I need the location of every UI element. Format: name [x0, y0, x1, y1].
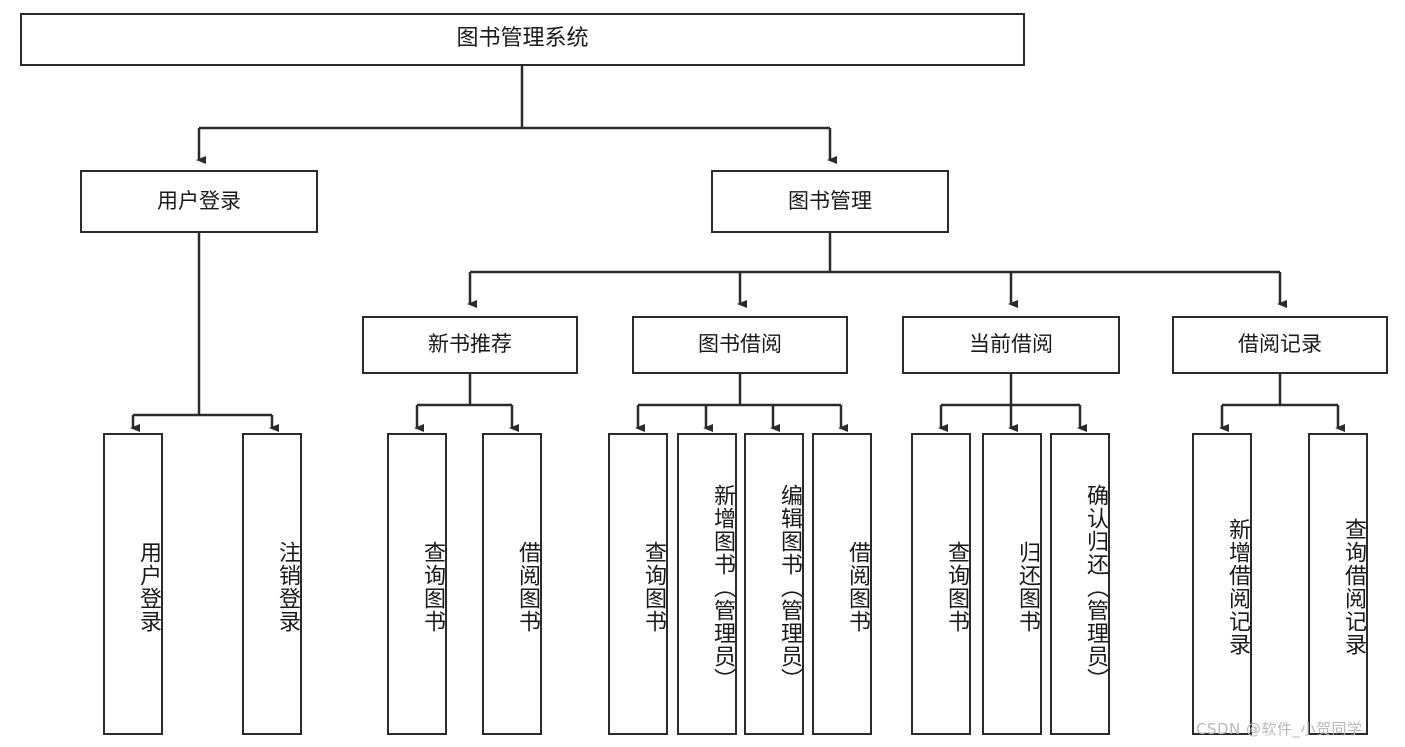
leaf-query-borrow-record[interactable]: 查询借阅记录 [1308, 433, 1368, 735]
node-borrow-record[interactable]: 借阅记录 [1172, 316, 1388, 374]
leaf-add-borrow-record[interactable]: 新增借阅记录 [1192, 433, 1252, 735]
node-root-system[interactable]: 图书管理系统 [20, 13, 1025, 66]
node-book-management[interactable]: 图书管理 [711, 170, 949, 233]
leaf-user-logout[interactable]: 注销登录 [242, 433, 302, 735]
leaf-user-login[interactable]: 用户登录 [103, 433, 163, 735]
node-user-login[interactable]: 用户登录 [80, 170, 318, 233]
leaf-confirm-return-admin[interactable]: 确认归还（管理员） [1050, 433, 1110, 735]
leaf-query-book-current[interactable]: 查询图书 [911, 433, 971, 735]
leaf-return-book[interactable]: 归还图书 [982, 433, 1042, 735]
leaf-add-book-admin[interactable]: 新增图书（管理员） [677, 433, 737, 735]
node-current-borrow[interactable]: 当前借阅 [902, 316, 1120, 374]
leaf-borrow-book[interactable]: 借阅图书 [812, 433, 872, 735]
node-new-book-recommend[interactable]: 新书推荐 [362, 316, 578, 374]
leaf-edit-book-admin[interactable]: 编辑图书（管理员） [744, 433, 804, 735]
leaf-borrow-book-recommend[interactable]: 借阅图书 [482, 433, 542, 735]
watermark-text: CSDN @软件_小贺同学 [1196, 720, 1363, 738]
leaf-query-book-recommend[interactable]: 查询图书 [387, 433, 447, 735]
node-book-borrow[interactable]: 图书借阅 [632, 316, 848, 374]
leaf-query-book-borrow[interactable]: 查询图书 [608, 433, 668, 735]
